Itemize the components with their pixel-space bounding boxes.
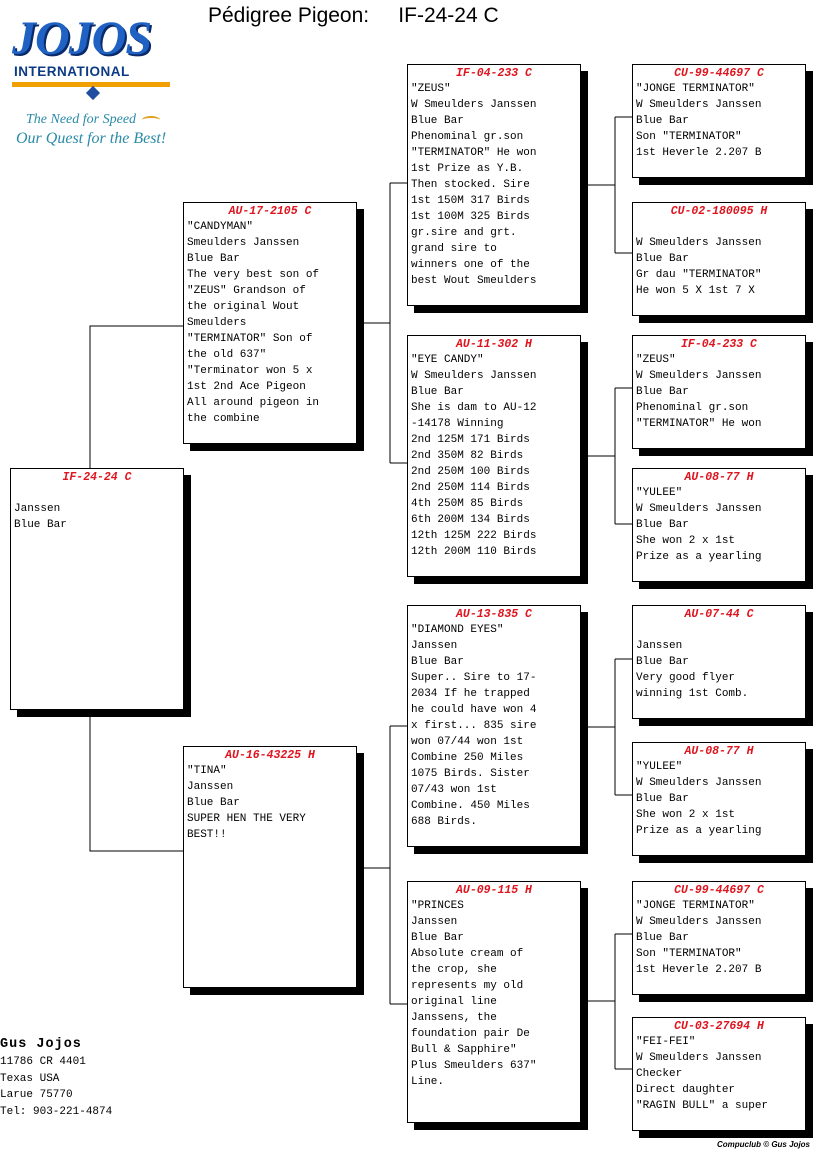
pigeon-ring-id: CU-99-44697 C [674, 884, 764, 897]
pigeon-ring-id: AU-17-2105 C [228, 205, 312, 218]
pigeon-details: "EYE CANDY" W Smeulders Janssen Blue Bar… [411, 354, 537, 558]
pigeon-ring-id: AU-13-835 C [456, 608, 532, 621]
pigeon-card-sss[interactable]: CU-99-44697 C "JONGE TERMINATOR" W Smeul… [632, 64, 806, 178]
pigeon-ring-id: IF-04-233 C [681, 338, 757, 351]
pigeon-card-sds[interactable]: IF-04-233 C "ZEUS" W Smeulders Janssen B… [632, 335, 806, 449]
pigeon-ring-id: CU-03-27694 H [674, 1020, 764, 1033]
owner-address-2: Texas USA [0, 1072, 60, 1085]
pigeon-card-sire-sire[interactable]: IF-04-233 C "ZEUS" W Smeulders Janssen B… [407, 64, 581, 306]
owner-info: Gus Jojos 11786 CR 4401 Texas USA Larue … [0, 1036, 112, 1120]
connector-sire-grandparents [356, 182, 407, 464]
pigeon-details: "YULEE" W Smeulders Janssen Blue Bar She… [636, 761, 762, 837]
pigeon-ring-id: AU-07-44 C [684, 608, 754, 621]
connector-dd-parents [580, 933, 632, 1070]
footer-credit: Compuclub © Gus Jojos [716, 1140, 810, 1149]
pigeon-card-dds[interactable]: CU-99-44697 C "JONGE TERMINATOR" W Smeul… [632, 881, 806, 995]
connector-ss-parents [580, 116, 632, 254]
pigeon-details: "CANDYMAN" Smeulders Janssen Blue Bar Th… [187, 221, 320, 425]
owner-address-3: Larue 75770 [0, 1089, 73, 1101]
pigeon-ring-id: AU-08-77 H [684, 471, 754, 484]
logo-subtitle: INTERNATIONAL [14, 64, 130, 79]
connector-ds-parents [580, 658, 632, 796]
pigeon-ring-id: CU-99-44697 C [674, 67, 764, 80]
pigeon-details: "ZEUS" W Smeulders Janssen Blue Bar Phen… [411, 83, 537, 287]
pigeon-card-ssd[interactable]: CU-02-180095 H W Smeulders Janssen Blue … [632, 202, 806, 316]
pigeon-card-subject[interactable]: IF-24-24 C Janssen Blue Bar [10, 468, 184, 710]
pigeon-ring-id: IF-04-233 C [456, 67, 532, 80]
pigeon-details: "ZEUS" W Smeulders Janssen Blue Bar Phen… [636, 354, 762, 430]
pigeon-details: Janssen Blue Bar Very good flyer winning… [636, 640, 749, 700]
pigeon-card-sire-dam[interactable]: AU-11-302 H "EYE CANDY" W Smeulders Jans… [407, 335, 581, 577]
connector-subject-sire [89, 325, 183, 468]
pigeon-details: "DIAMOND EYES" Janssen Blue Bar Super.. … [411, 624, 537, 828]
logo-wordmark: JOJOS [12, 12, 152, 65]
owner-phone: Tel: 903-221-4874 [0, 1105, 113, 1118]
pigeon-details: W Smeulders Janssen Blue Bar Gr dau "TER… [636, 237, 762, 297]
bird-icon [142, 116, 160, 124]
pigeon-details: "JONGE TERMINATOR" W Smeulders Janssen B… [636, 83, 762, 159]
pigeon-card-dam-dam[interactable]: AU-09-115 H "PRINCES Janssen Blue Bar Ab… [407, 881, 581, 1123]
pigeon-card-dam[interactable]: AU-16-43225 H "TINA" Janssen Blue Bar SU… [183, 746, 357, 988]
page-title: Pédigree Pigeon: IF-24-24 C [208, 4, 499, 27]
pigeon-ring-id: AU-16-43225 H [225, 749, 315, 762]
logo-tagline-2: Our Quest for the Best! [16, 130, 167, 147]
pigeon-ring-id: AU-11-302 H [456, 338, 532, 351]
pigeon-ring-id: AU-08-77 H [684, 745, 754, 758]
connector-dam-grandparents [356, 725, 407, 1005]
pigeon-card-sdd[interactable]: AU-08-77 H "YULEE" W Smeulders Janssen B… [632, 468, 806, 582]
pigeon-card-dam-sire[interactable]: AU-13-835 C "DIAMOND EYES" Janssen Blue … [407, 605, 581, 847]
pigeon-card-dss[interactable]: AU-07-44 C Janssen Blue Bar Very good fl… [632, 605, 806, 719]
owner-name: Gus Jojos [0, 1037, 82, 1052]
connector-sd-parents [580, 387, 632, 525]
pigeon-card-ddd[interactable]: CU-03-27694 H "FEI-FEI" W Smeulders Jans… [632, 1017, 806, 1131]
pigeon-ring-id: AU-09-115 H [456, 884, 532, 897]
pigeon-ring-id: CU-02-180095 H [670, 205, 768, 218]
pigeon-card-sire[interactable]: AU-17-2105 C "CANDYMAN" Smeulders Jansse… [183, 202, 357, 444]
pigeon-details: "TINA" Janssen Blue Bar SUPER HEN THE VE… [187, 765, 306, 841]
pigeon-details: "JONGE TERMINATOR" W Smeulders Janssen B… [636, 900, 762, 976]
owner-address-1: 11786 CR 4401 [0, 1056, 86, 1068]
logo-tagline-1: The Need for Speed [26, 112, 137, 127]
pigeon-card-dsd[interactable]: AU-08-77 H "YULEE" W Smeulders Janssen B… [632, 742, 806, 856]
pigeon-details: "FEI-FEI" W Smeulders Janssen Checker Di… [636, 1036, 769, 1112]
pigeon-details: "PRINCES Janssen Blue Bar Absolute cream… [411, 900, 537, 1088]
connector-subject-dam [89, 709, 183, 852]
jojos-logo: JOJOS INTERNATIONAL The Need for Speed O… [10, 12, 180, 152]
pigeon-ring-id: IF-24-24 C [62, 471, 132, 484]
pigeon-details: "YULEE" W Smeulders Janssen Blue Bar She… [636, 487, 762, 563]
pigeon-details: Janssen Blue Bar [14, 503, 67, 531]
logo-underline [12, 82, 170, 87]
